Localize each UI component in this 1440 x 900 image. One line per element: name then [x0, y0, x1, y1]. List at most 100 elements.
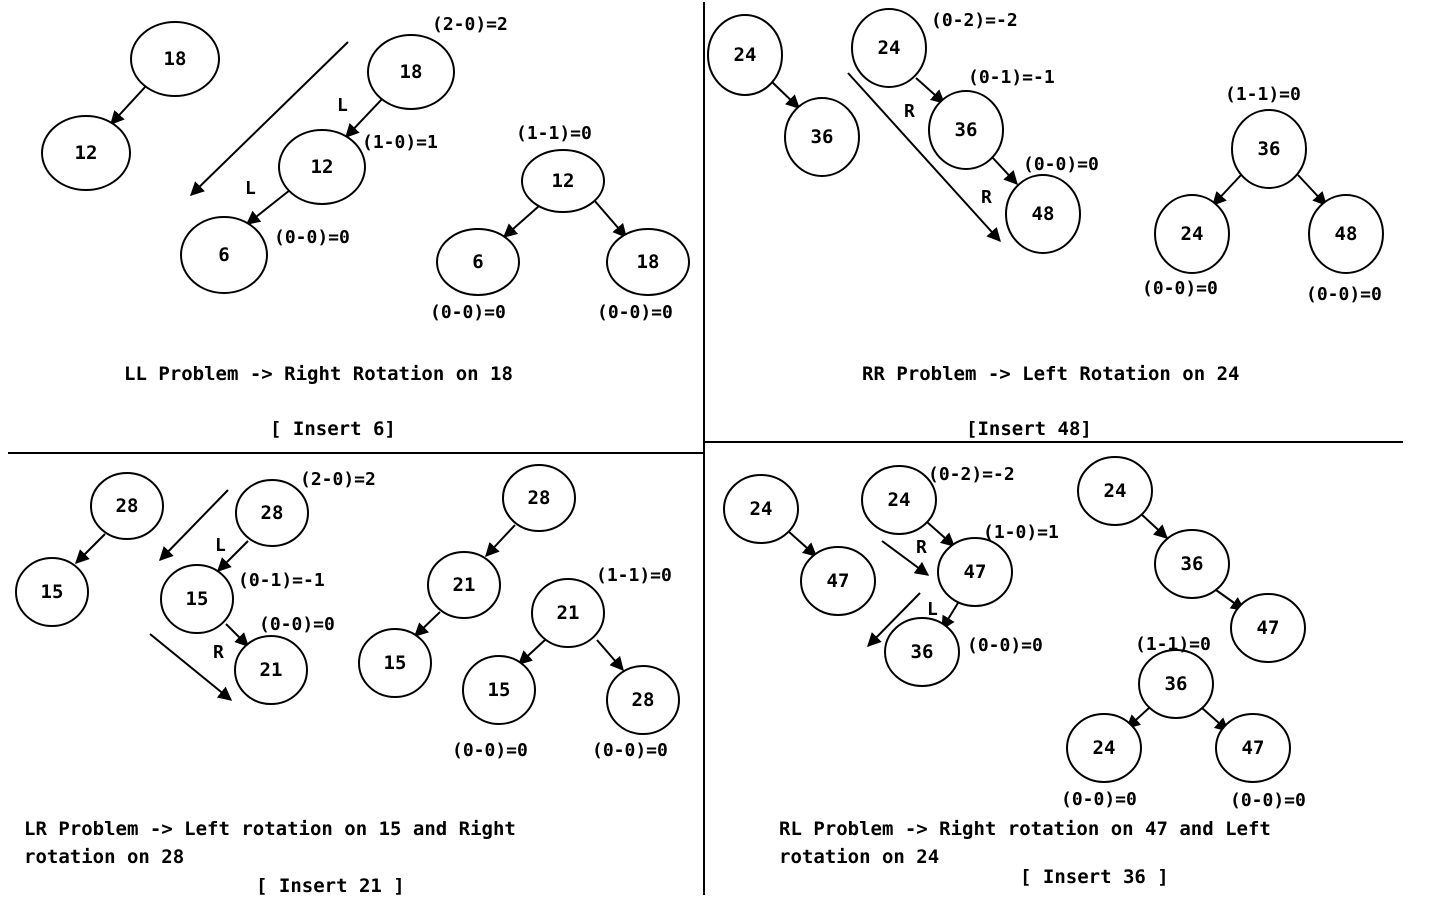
tree-edge [596, 639, 624, 672]
tree-edge [1139, 512, 1169, 539]
direction-label: L [337, 95, 348, 116]
svg-text:6: 6 [218, 244, 229, 266]
balance-factor: (1-1)=0 [516, 123, 592, 144]
tree-edge [1212, 174, 1242, 207]
panel-lr: 28 15 28 15 21 28 21 15 21 15 28 (2-0)=2… [15, 464, 680, 897]
tree-node: 28 [606, 665, 680, 735]
tree-edge [771, 81, 801, 109]
tree-node: 36 [884, 617, 960, 687]
tree-edge [593, 199, 627, 239]
svg-text:12: 12 [75, 142, 98, 164]
balance-factor: (0-0)=0 [967, 635, 1043, 656]
svg-text:15: 15 [488, 679, 511, 701]
direction-label: L [927, 599, 938, 620]
tree-node: 21 [531, 578, 605, 648]
balance-factor: (0-2)=-2 [928, 464, 1015, 485]
svg-text:36: 36 [955, 119, 978, 141]
tree-edge [926, 521, 956, 547]
svg-text:24: 24 [1104, 480, 1127, 502]
panel-rr: 24 36 24 36 48 36 24 48 (0-2)=-2 (0-1)=-… [707, 8, 1384, 440]
balance-factor: (1-1)=0 [1135, 634, 1211, 655]
tree-node: 24 [723, 474, 799, 544]
svg-text:24: 24 [750, 498, 773, 520]
tree-edge [485, 524, 516, 558]
tree-node: 28 [90, 472, 164, 540]
svg-text:12: 12 [552, 170, 575, 192]
tree-node: 12 [41, 115, 131, 191]
tree-node: 36 [1231, 109, 1307, 189]
tree-node: 18 [130, 21, 220, 97]
balance-factor: (0-0)=0 [1306, 284, 1382, 305]
tree-edge [225, 623, 249, 647]
tree-edge [502, 205, 540, 238]
balance-factor: (0-0)=0 [430, 302, 506, 323]
direction-label: L [245, 178, 256, 199]
balance-factor: (0-0)=0 [259, 614, 335, 635]
panel-rl: 24 47 24 47 36 24 36 47 36 24 47 (0-2)=-… [723, 456, 1306, 888]
tree-node: 18 [367, 34, 455, 110]
panel-title-line-2: rotation on 28 [24, 846, 184, 868]
tree-node: 47 [1230, 593, 1306, 663]
svg-text:36: 36 [811, 126, 834, 148]
direction-label: L [215, 535, 226, 556]
svg-text:47: 47 [1242, 737, 1265, 759]
tree-node: 47 [1215, 713, 1291, 783]
tree-edge [991, 156, 1018, 186]
panel-title: RR Problem -> Left Rotation on 24 [862, 363, 1240, 385]
insert-label: [ Insert 6] [270, 418, 396, 440]
balance-factor: (1-0)=1 [362, 132, 438, 153]
tree-node: 36 [784, 97, 860, 177]
insert-label: [Insert 48] [966, 418, 1092, 440]
svg-text:24: 24 [878, 37, 901, 59]
tree-node: 24 [1154, 194, 1230, 274]
tree-edge [787, 530, 818, 557]
svg-text:36: 36 [1165, 673, 1188, 695]
direction-label: R [904, 101, 915, 122]
svg-text:28: 28 [632, 689, 655, 711]
svg-text:12: 12 [311, 156, 334, 178]
rotation-arrow [847, 72, 1001, 243]
svg-text:47: 47 [827, 570, 850, 592]
balance-factor: (1-0)=1 [983, 522, 1059, 543]
rotation-arrow [149, 633, 233, 701]
balance-factor: (0-0)=0 [1142, 278, 1218, 299]
tree-node: 15 [160, 564, 234, 634]
panel-title-line-1: LR Problem -> Left rotation on 15 and Ri… [24, 818, 516, 840]
insert-label: [ Insert 36 ] [1020, 866, 1169, 888]
panel-title-line-1: RL Problem -> Right rotation on 47 and L… [779, 818, 1271, 840]
svg-text:47: 47 [964, 561, 987, 583]
tree-node: 48 [1308, 194, 1384, 274]
tree-node: 47 [937, 537, 1013, 607]
tree-edge [345, 97, 384, 139]
tree-edge [1297, 174, 1327, 207]
svg-text:18: 18 [164, 48, 187, 70]
balance-factor: (0-1)=-1 [968, 67, 1055, 88]
svg-text:47: 47 [1257, 617, 1280, 639]
svg-text:15: 15 [384, 652, 407, 674]
svg-text:48: 48 [1032, 203, 1055, 225]
svg-text:21: 21 [453, 574, 476, 596]
tree-node: 6 [436, 228, 520, 296]
tree-node: 21 [234, 635, 308, 705]
direction-label: R [213, 642, 224, 663]
tree-edge [413, 611, 441, 637]
tree-node: 24 [1077, 456, 1153, 526]
svg-text:36: 36 [1258, 138, 1281, 160]
svg-text:28: 28 [528, 487, 551, 509]
tree-edge [245, 189, 291, 225]
tree-node: 6 [180, 216, 268, 294]
svg-text:28: 28 [116, 495, 139, 517]
direction-label: R [981, 187, 992, 208]
tree-node: 12 [278, 129, 366, 205]
svg-text:15: 15 [41, 581, 64, 603]
tree-node: 15 [15, 557, 89, 627]
balance-factor: (0-0)=0 [452, 740, 528, 761]
balance-factor: (0-1)=-1 [238, 570, 325, 591]
rotation-arrow [189, 41, 349, 196]
tree-node: 36 [1138, 649, 1214, 719]
svg-text:48: 48 [1335, 223, 1358, 245]
balance-factor: (0-0)=0 [1023, 154, 1099, 175]
direction-label: R [916, 537, 927, 558]
svg-text:36: 36 [1181, 553, 1204, 575]
svg-text:24: 24 [1093, 737, 1116, 759]
